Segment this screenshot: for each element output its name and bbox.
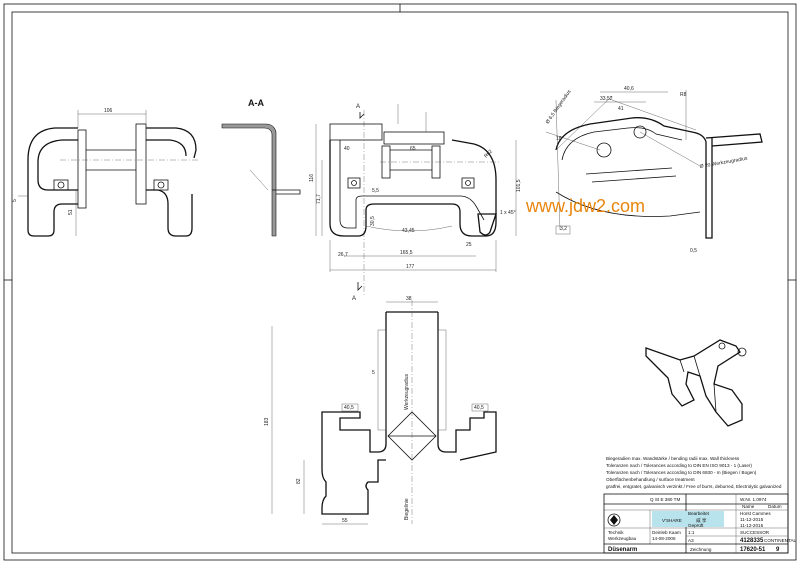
note-4: Oberflächenbehandlung / surface treatmen… <box>606 477 695 482</box>
dim-bottom-small: 5 <box>372 370 375 376</box>
section-label: A-A <box>248 98 264 108</box>
watermark-logo: V'SHARE <box>662 518 682 523</box>
tb-sheet-label: Zeichnung <box>690 547 712 552</box>
notes-block: Biegeradien max. Wandstärke / bending ra… <box>606 456 782 489</box>
dim-mid-r2: R62 <box>483 149 494 160</box>
isometric-view <box>645 339 747 427</box>
dim-mid-h4: 101,5 <box>516 179 522 192</box>
section-marker-bottom: A <box>352 296 356 302</box>
tb-wnr: W.Nr. 1.0974 <box>740 497 767 502</box>
tb-gepr-date: 11-12-2015 <box>740 523 764 528</box>
tb-successor: SUCCESSOR <box>740 530 770 535</box>
dim-mid-v2: 5,5 <box>372 188 379 194</box>
tb-scale: 1:1 <box>688 530 695 535</box>
tb-gepr-label: Geprüft <box>688 523 704 528</box>
dim-mid-inner: 165,5 <box>400 250 413 256</box>
dim-mid-rt: 25 <box>466 242 472 248</box>
front-view: A A 177 165,5 116 71,7 30,5 40 65 43,45 <box>309 104 522 302</box>
note-3: Toleranzen nach / Tolerances according t… <box>606 470 757 475</box>
company-logo <box>607 513 621 527</box>
dim-right-e: 18 <box>556 136 562 142</box>
dim-bottom-h: 183 <box>264 417 270 426</box>
dim-right-c: 41 <box>618 106 624 112</box>
dim-mid-r: 43,45 <box>402 228 415 234</box>
tb-bearb-label: Bearbeitet <box>688 511 710 516</box>
tb-bearb-name: Horst Cammes <box>740 511 771 516</box>
dim-bottom-left: 40,5 <box>344 405 354 411</box>
watermark-text: www.jdw2.com <box>525 196 645 216</box>
tb-material: Q St E 380 TM <box>650 497 680 502</box>
tb-dept2: Werkzeugbau <box>608 536 637 541</box>
tb-format: A3 <box>688 538 694 543</box>
dim-left-width: 106 <box>104 108 113 114</box>
tb-person-date: 14-08-2006 <box>652 536 676 541</box>
dim-bottom-w: 55 <box>342 518 348 524</box>
dim-right-f: 3,2 <box>560 226 567 232</box>
dim-mid-h1: 116 <box>309 174 315 182</box>
side-view: 40,6 33,52 41 R8 18 3,2 0,5 Ø 6,5 Bieger… <box>545 86 763 254</box>
dim-mid-v1: 26,7 <box>338 252 348 258</box>
label-tool-radius-flat: Werkzeugradius <box>404 373 410 410</box>
dim-mid-overall: 177 <box>406 264 415 270</box>
dim-right-a: 40,6 <box>624 86 634 92</box>
tb-sheet-no: 17620-51 <box>740 547 766 553</box>
dim-left-small: 5 <box>12 199 18 202</box>
section-marker-top: A <box>356 104 360 110</box>
left-view: 106 51 5 <box>12 108 200 237</box>
dim-left-height: 51 <box>68 209 74 215</box>
flat-pattern-view: Werkzeugradius Biegelinie 38 40,5 40,5 1… <box>264 296 497 525</box>
label-tool-radius: Ø 20 Werkzeugradius <box>699 156 748 170</box>
dim-mid-h3: 30,5 <box>370 216 376 226</box>
dim-right-b: 33,52 <box>600 96 613 102</box>
section-view: A-A <box>221 98 301 237</box>
note-1: Biegeradien max. Wandstärke / bending ra… <box>606 456 740 461</box>
dim-bottom-h2: 82 <box>296 478 302 484</box>
watermark-logo-cn: 威 享 <box>696 517 707 524</box>
note-5: gratfrei, entgratet, galvanisch verzinkt… <box>606 484 782 489</box>
tb-bearb-date: 11-12-2015 <box>740 517 764 522</box>
note-2: Toleranzen nach / Tolerances according t… <box>606 463 752 468</box>
dim-mid-h2: 71,7 <box>316 194 322 204</box>
label-bend-line: Biegelinie <box>404 498 410 520</box>
dim-mid-top1: 40 <box>344 146 350 152</box>
label-bend-radius: Ø 6,5 Biegeradius <box>545 89 573 126</box>
tb-brand: CONTINENTAL <box>764 538 797 543</box>
tb-person: Deinleb Kaam <box>652 530 681 535</box>
dim-mid-ang: 1 x 45° <box>500 210 516 216</box>
dim-right-d: R8 <box>680 92 687 98</box>
tb-dept: Technik <box>608 530 624 535</box>
dim-bottom-right: 40,5 <box>474 405 484 411</box>
tb-part-name: Düsenarm <box>608 547 637 553</box>
title-block: Q St E 380 TM W.Nr. 1.0974 Name Datum Te… <box>603 493 797 554</box>
dim-mid-top2: 65 <box>410 146 416 152</box>
tb-name-hdr: Name <box>742 504 755 509</box>
watermark-logo-box <box>652 511 724 527</box>
dim-bottom-top: 38 <box>406 296 412 302</box>
dim-right-g: 0,5 <box>690 248 697 254</box>
tb-number: 4128335 <box>740 538 764 544</box>
tb-revision: 9 <box>776 547 780 553</box>
tb-date-hdr: Datum <box>768 504 782 509</box>
